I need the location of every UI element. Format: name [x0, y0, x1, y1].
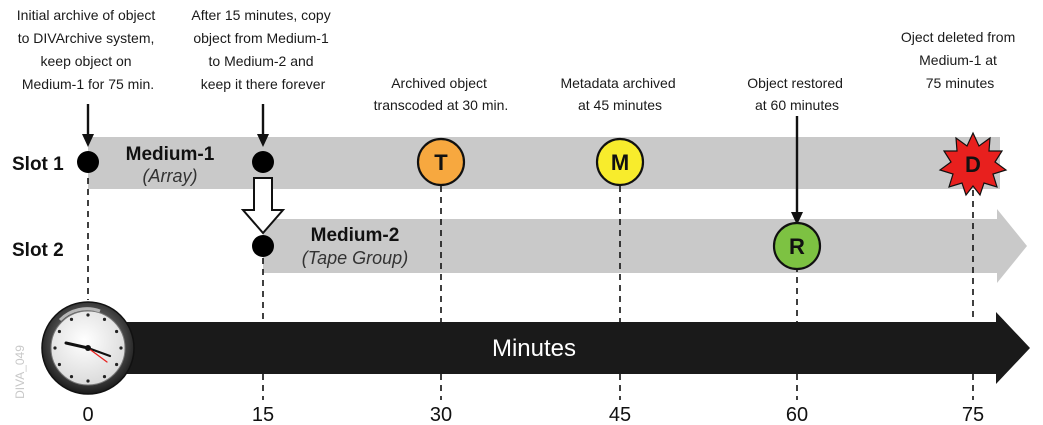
clock-icon	[41, 301, 135, 395]
medium2-subtitle: (Tape Group)	[302, 248, 408, 268]
annotation-restore: Object restored at 60 minutes	[747, 75, 847, 113]
medium1-band	[88, 137, 1000, 189]
transcode-letter: T	[434, 150, 448, 175]
restore-letter: R	[789, 234, 805, 259]
pointer-arrows	[82, 104, 803, 225]
slot2-label: Slot 2	[12, 240, 64, 261]
delete-burst-marker	[938, 131, 1008, 197]
metadata-marker	[595, 137, 645, 187]
event-metadata: M	[595, 137, 645, 187]
tick-label-0: 0	[82, 404, 93, 425]
medium2-arrow	[263, 209, 1027, 283]
tick-label-60: 60	[786, 404, 808, 425]
annotation-initial: Initial archive of object to DIVArchive …	[17, 7, 159, 92]
annotation-delete: Oject deleted from Medium-1 at 75 minute…	[901, 29, 1019, 91]
event-restore: R	[772, 221, 822, 271]
restore-marker	[772, 221, 822, 271]
slot1-label: Slot 1	[12, 154, 64, 175]
event-delete: D	[938, 131, 1008, 197]
copy-arrow	[240, 177, 286, 235]
tick-label-30: 30	[430, 404, 452, 425]
annotation-copy: After 15 minutes, copy object from Mediu…	[191, 7, 334, 92]
annotation-transcode: Archived object transcoded at 30 min.	[374, 75, 509, 113]
dot-slot1-initial	[77, 151, 99, 173]
medium1-title: Medium-1	[126, 144, 215, 165]
medium1-subtitle: (Array)	[143, 166, 198, 186]
tick-label-15: 15	[252, 404, 274, 425]
event-transcode: T	[416, 137, 466, 187]
delete-letter: D	[965, 152, 981, 177]
medium2-title: Medium-2	[311, 225, 400, 246]
axis-label: Minutes	[492, 335, 576, 362]
watermark: DIVA_049	[13, 345, 27, 399]
metadata-letter: M	[611, 150, 629, 175]
annotation-metadata: Metadata archived at 45 minutes	[560, 75, 679, 113]
guide-lines	[87, 178, 974, 400]
transcode-marker	[416, 137, 466, 187]
tick-label-75: 75	[962, 404, 984, 425]
dot-slot1-copy	[252, 151, 274, 173]
dot-slot2-copy	[252, 235, 274, 257]
tick-label-45: 45	[609, 404, 631, 425]
time-axis-arrow	[105, 312, 1030, 384]
